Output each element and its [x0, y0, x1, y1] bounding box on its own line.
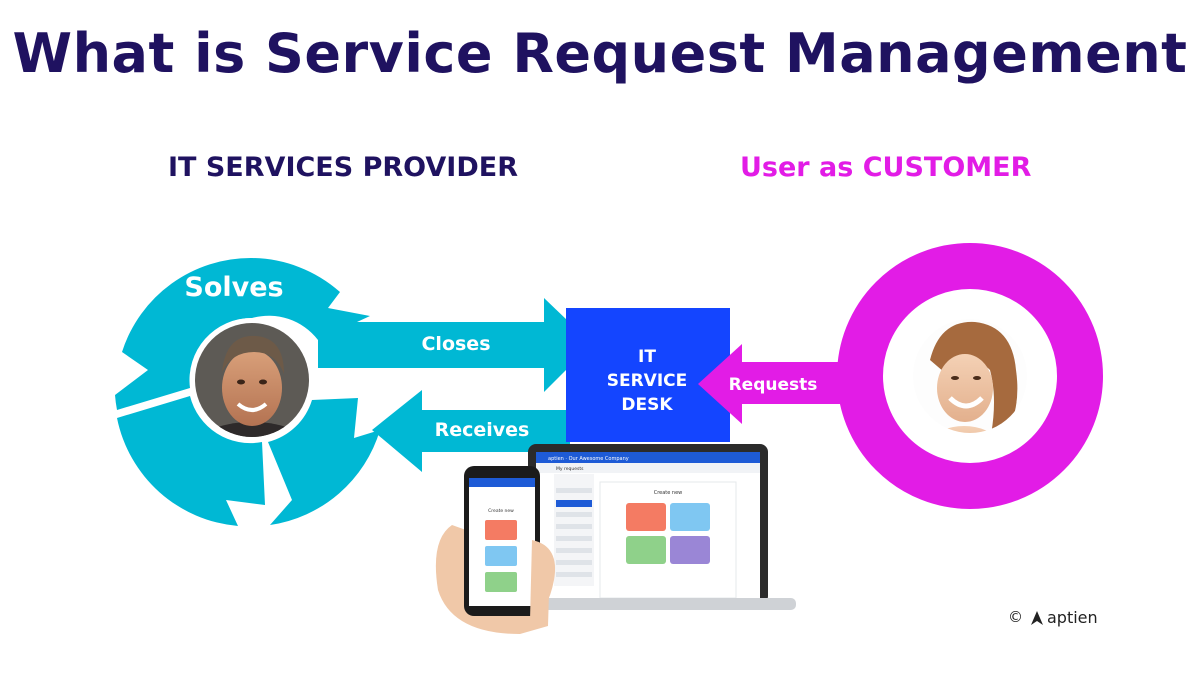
provider-cycle-ring [115, 257, 380, 526]
closes-label: Closes [421, 333, 490, 355]
desk-label-line3: DESK [621, 395, 673, 415]
customer-ring [837, 243, 1103, 509]
desk-label-line1: IT [638, 347, 656, 367]
desk-label-line2: SERVICE [607, 371, 688, 391]
page-title: What is Service Request Management [12, 22, 1188, 85]
solves-label: Solves [184, 272, 283, 303]
laptop-mockup [486, 444, 796, 610]
customer-heading: User as CUSTOMER [740, 152, 1032, 183]
aptien-brand-text: aptien [1047, 608, 1098, 627]
provider-heading: IT SERVICES PROVIDER [168, 152, 518, 183]
phone-mockup [435, 466, 556, 634]
laptop-create-heading: Create new [654, 490, 683, 496]
requests-label: Requests [729, 375, 818, 395]
receives-label: Receives [435, 419, 530, 441]
closes-arrow [318, 298, 592, 392]
service-desk-box [566, 308, 730, 442]
receives-arrow [372, 390, 570, 472]
requests-arrow [698, 344, 870, 424]
phone-create-heading: Create new [488, 508, 514, 514]
customer-avatar [913, 319, 1027, 433]
aptien-logo: aptien [1030, 608, 1098, 627]
copyright-symbol: © [1008, 608, 1023, 626]
laptop-brand-text: aptien · Our Awesome Company [548, 456, 629, 462]
aptien-logo-icon [1031, 610, 1043, 625]
laptop-page-text: My requests [556, 466, 584, 472]
